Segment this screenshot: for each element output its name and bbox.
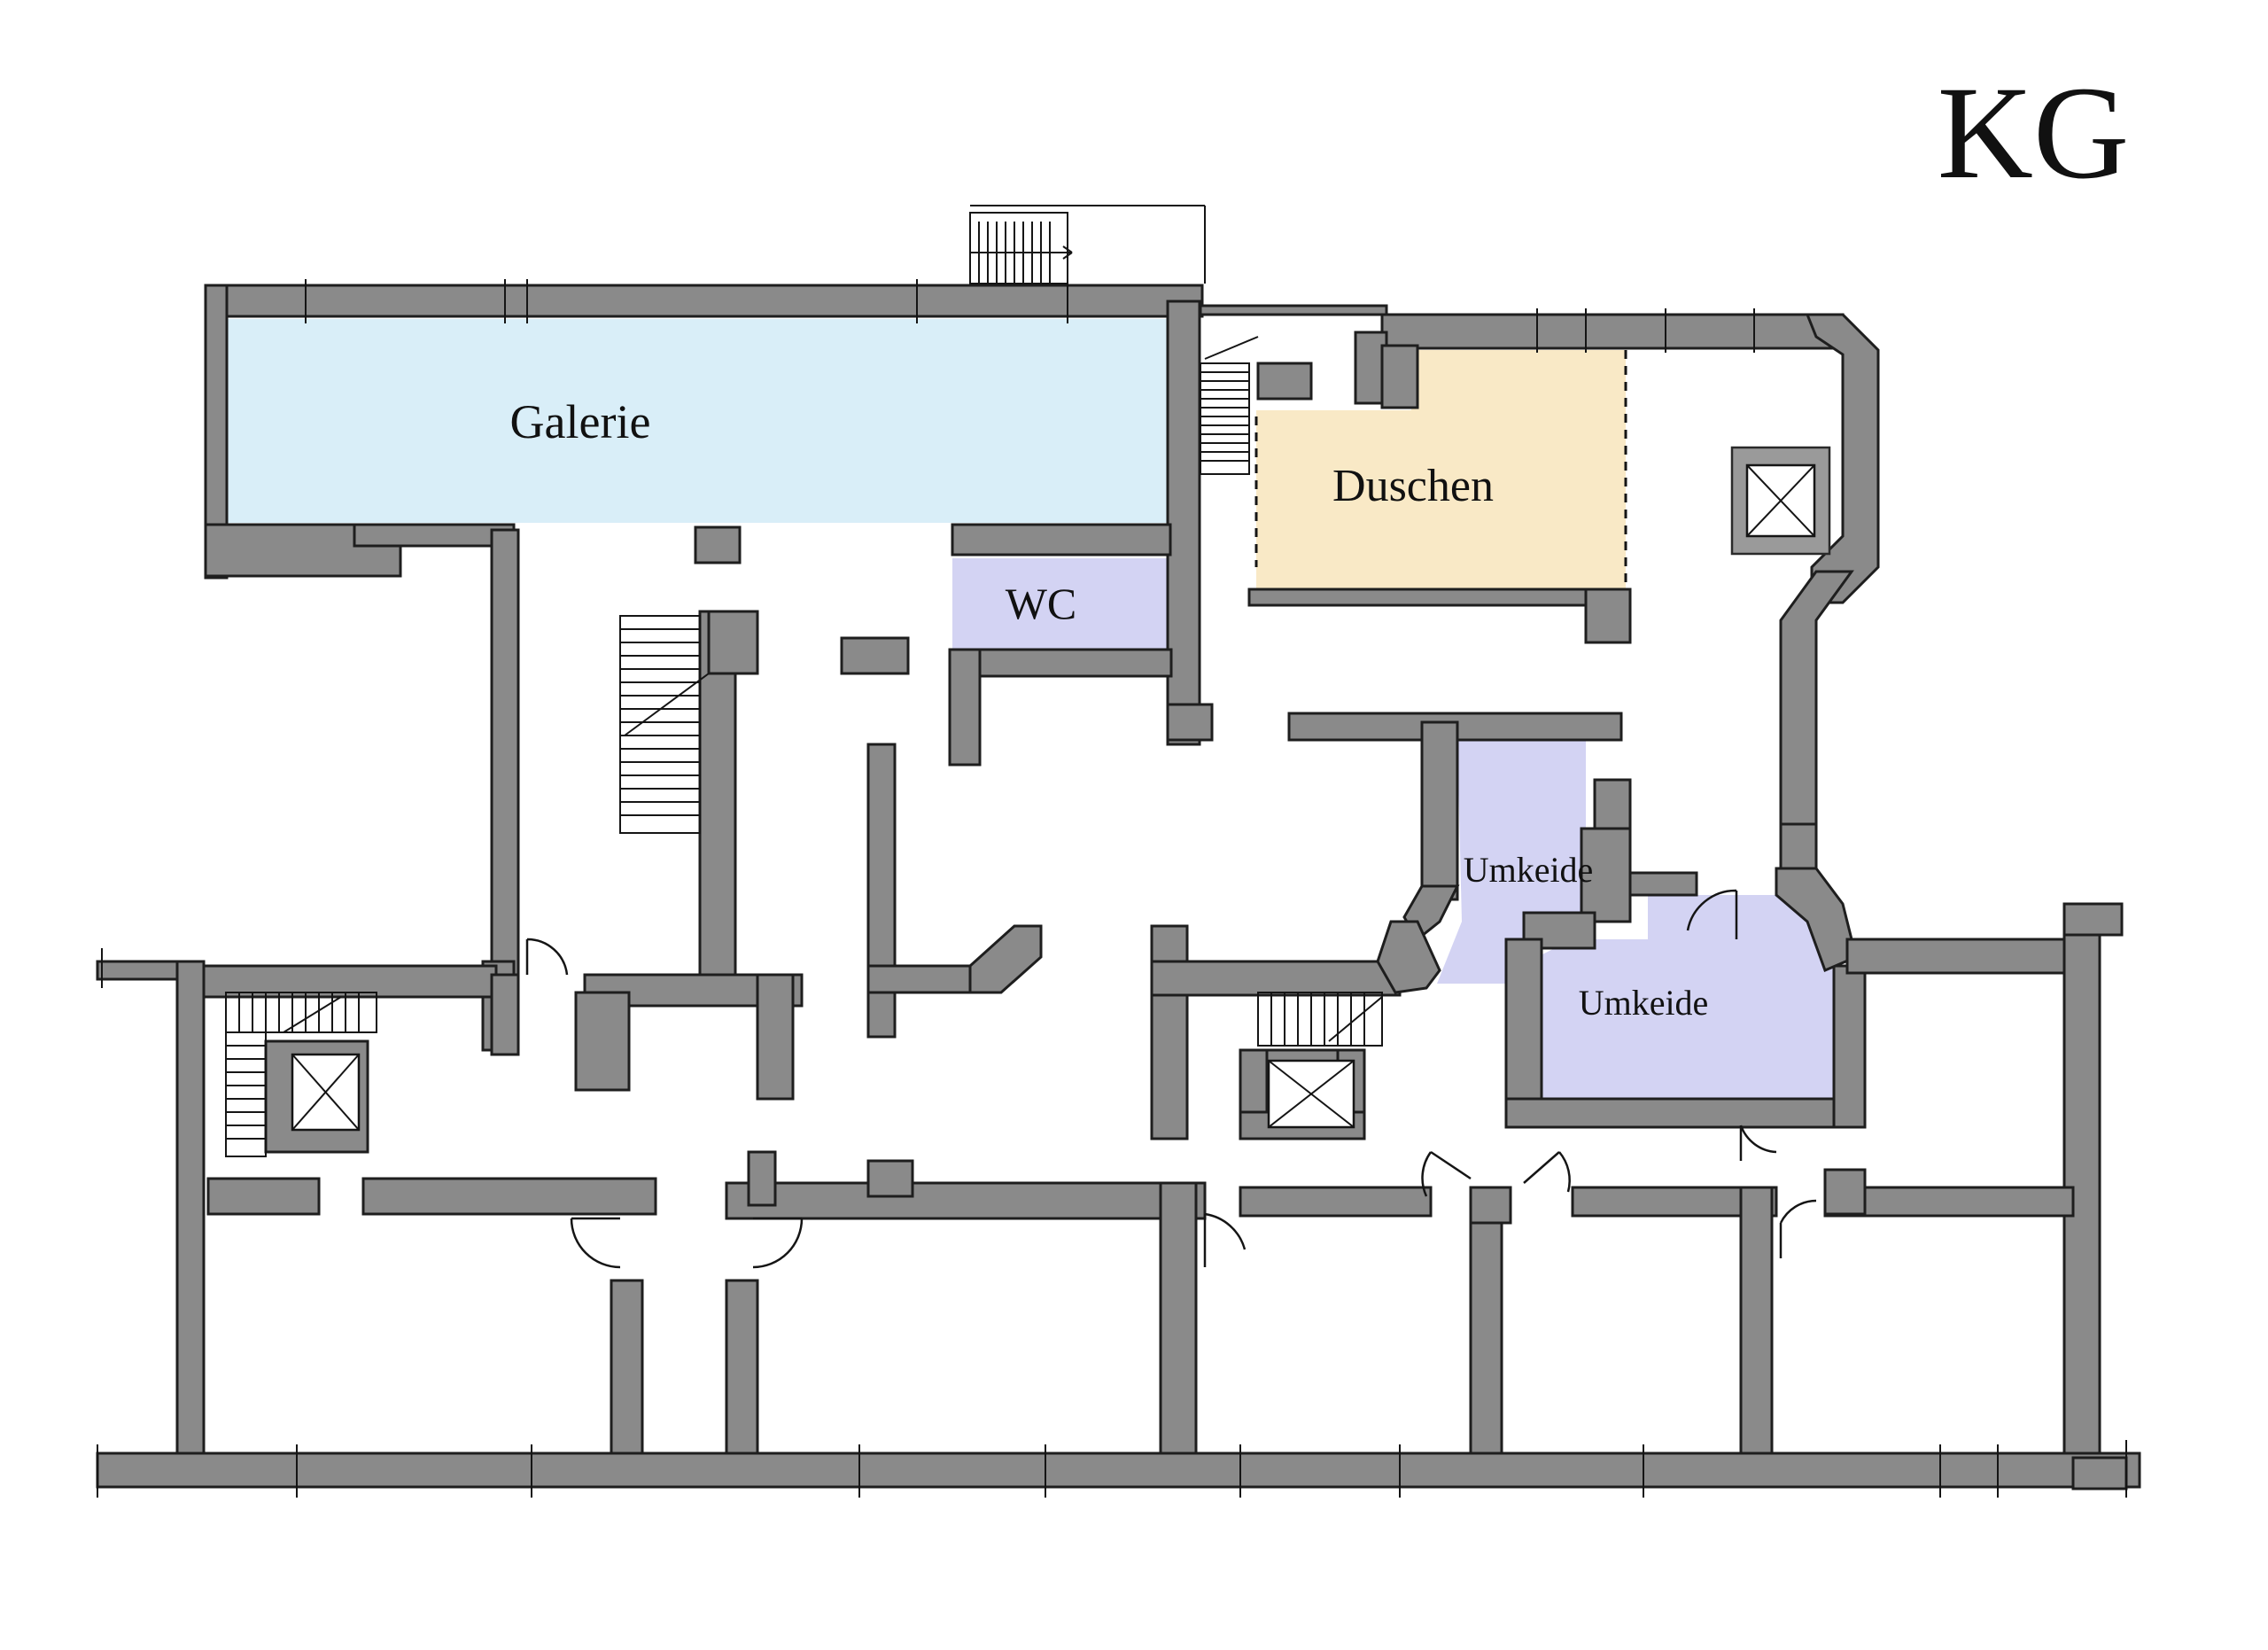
wall: [353, 523, 516, 548]
wall: [204, 284, 1204, 318]
wall: [1376, 920, 1441, 994]
elevator-shaft-icon: [1730, 446, 1831, 556]
wall: [490, 973, 520, 1056]
wall: [1380, 344, 1419, 409]
room-wc-fill: [952, 558, 1169, 651]
wall: [96, 960, 179, 981]
wall: [96, 1452, 2141, 1489]
stairs-icon: [225, 992, 377, 1157]
room-galerie-fill: [226, 319, 1169, 523]
wall: [694, 525, 742, 564]
wall: [725, 1279, 759, 1468]
window-marks: [97, 279, 2127, 1498]
wall: [1580, 827, 1632, 923]
wall: [1832, 964, 1867, 1129]
wall: [1247, 588, 1632, 607]
floor-label: KG: [1938, 59, 2130, 206]
wall: [1845, 938, 2079, 975]
wall: [1504, 1097, 1853, 1129]
wall: [1469, 1186, 1503, 1468]
wall: [1150, 960, 1402, 997]
wall: [1199, 304, 1388, 316]
wall: [1823, 1168, 1867, 1216]
wall: [968, 924, 1043, 994]
wall: [1380, 313, 1845, 350]
elevator-shaft-icon: [291, 1053, 361, 1132]
wall: [1256, 362, 1313, 401]
wall: [1159, 1181, 1198, 1468]
stairs-icon: [619, 615, 710, 834]
wall: [1239, 1186, 1433, 1218]
wall: [1504, 938, 1543, 1118]
wall: [840, 636, 910, 675]
wall: [1628, 871, 1698, 897]
wall: [1522, 911, 1596, 950]
wall: [1166, 300, 1201, 746]
wall: [490, 528, 520, 992]
wall: [610, 1279, 644, 1468]
wall: [747, 1150, 777, 1207]
elevator-shaft-icon: [1267, 1059, 1355, 1129]
room-label-umkleide-upper: Umkeide: [1464, 850, 1594, 890]
wall: [725, 1181, 1207, 1220]
wall: [1150, 924, 1189, 1140]
wall: [574, 991, 631, 1092]
wall: [948, 648, 982, 767]
room-label-umkleide-lower: Umkeide: [1579, 983, 1709, 1023]
stairs-icon: [1257, 992, 1383, 1047]
wall: [1739, 1186, 1774, 1468]
wall: [175, 960, 206, 1468]
wall: [866, 964, 985, 994]
wall: [2062, 902, 2124, 937]
wall: [206, 1177, 321, 1216]
room-umkleide-upper-fill: [1437, 740, 1586, 984]
stairs-icon: [969, 205, 1206, 284]
wall: [707, 610, 759, 675]
door-swing-icon: [525, 889, 1817, 1269]
duschen-dashed-outline: [1254, 350, 1627, 589]
stairs-icon: [1200, 336, 1259, 475]
wall: [1584, 588, 1632, 644]
room-duschen-fill: [1256, 350, 1626, 589]
wall: [951, 523, 1172, 556]
wall: [866, 1159, 914, 1198]
room-umkleide-lower-fill: [1537, 895, 1838, 1099]
wall: [1166, 703, 1214, 742]
room-label-duschen: Duschen: [1332, 461, 1494, 511]
wall: [1420, 720, 1459, 901]
wall: [2071, 1456, 2128, 1490]
wall: [948, 648, 1173, 678]
wall: [756, 973, 795, 1101]
wall: [1469, 1186, 1512, 1225]
wall: [361, 1177, 657, 1216]
room-label-wc: WC: [1006, 579, 1077, 628]
wall: [1775, 867, 1858, 973]
room-label-galerie: Galerie: [510, 395, 651, 448]
